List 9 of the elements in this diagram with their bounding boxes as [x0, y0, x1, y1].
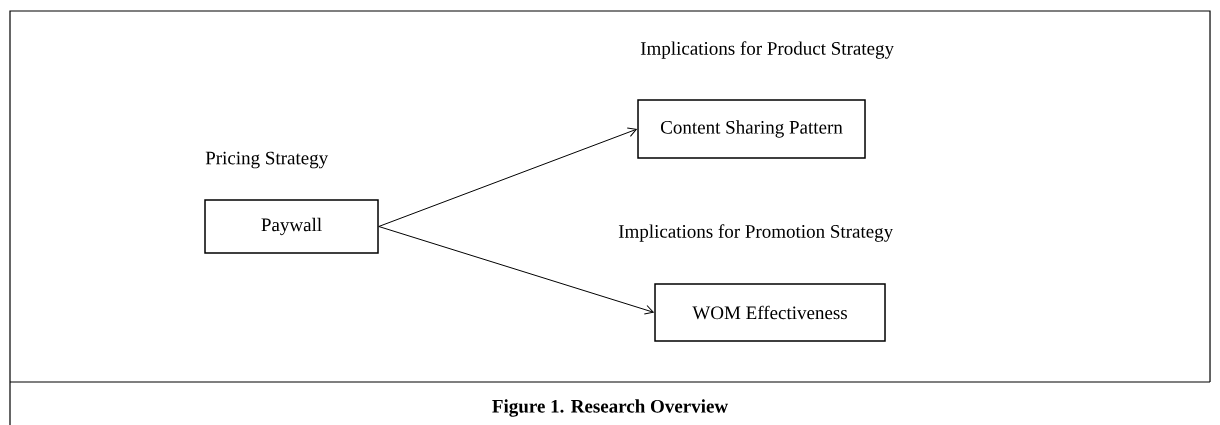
box-heading: Implications for Promotion Strategy	[618, 224, 894, 242]
box-heading: Implications for Product Strategy	[640, 41, 894, 59]
arrow	[378, 127, 637, 227]
process-box: Content Sharing Pattern	[637, 99, 866, 159]
arrow	[378, 226, 654, 315]
figure-caption: Figure 1. Research Overview	[492, 399, 729, 417]
box-heading: Pricing Strategy	[205, 151, 329, 169]
process-box: Paywall	[204, 199, 379, 254]
process-box: WOM Effectiveness	[654, 283, 886, 342]
